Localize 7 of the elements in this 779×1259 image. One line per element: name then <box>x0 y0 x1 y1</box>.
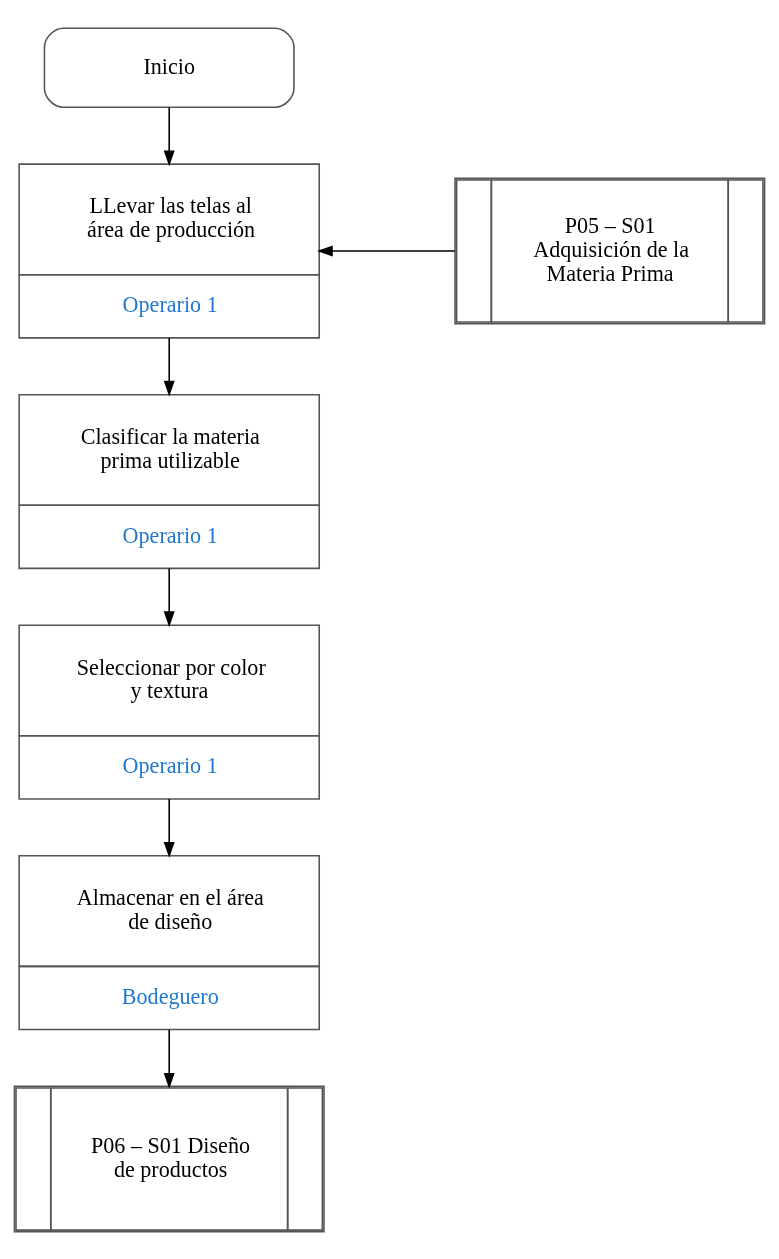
node-box: Inicio <box>43 27 295 108</box>
arrow <box>163 336 175 397</box>
arrow <box>316 244 456 257</box>
arrow <box>163 567 175 627</box>
arrow <box>163 797 175 858</box>
arrow <box>163 1028 175 1089</box>
arrow <box>163 106 175 166</box>
